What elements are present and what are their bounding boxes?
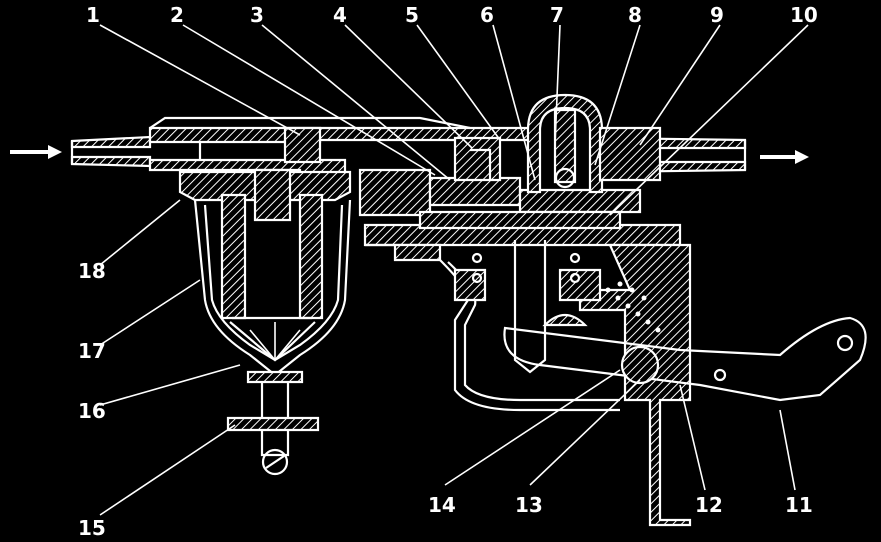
outlet-arrow-icon <box>760 150 809 164</box>
callout-14: 14 <box>428 493 456 517</box>
rocker-arm <box>503 313 867 402</box>
callout-6: 6 <box>480 3 494 27</box>
callout-9: 9 <box>710 3 724 27</box>
return-spring <box>605 281 661 333</box>
inlet-pipe <box>70 135 152 168</box>
callout-8: 8 <box>628 3 642 27</box>
callout-15: 15 <box>78 516 106 540</box>
outlet-pipe <box>598 126 747 182</box>
inlet-arrow-icon <box>10 145 62 159</box>
callout-16: 16 <box>78 399 106 423</box>
pull-rod <box>471 240 581 374</box>
lower-housing <box>365 243 692 527</box>
callout-18: 18 <box>78 259 106 283</box>
callout-12: 12 <box>695 493 723 517</box>
callout-1: 1 <box>86 3 100 27</box>
leader-lines <box>99 24 809 516</box>
callout-13: 13 <box>515 493 543 517</box>
callout-10: 10 <box>790 3 818 27</box>
valve-body <box>358 136 682 247</box>
filter-bowl <box>178 168 352 476</box>
callout-labels: 1 2 3 4 5 6 7 8 9 10 11 12 13 14 15 16 1… <box>78 3 818 540</box>
callout-17: 17 <box>78 339 106 363</box>
callout-7: 7 <box>550 3 564 27</box>
callout-11: 11 <box>785 493 813 517</box>
callout-5: 5 <box>405 3 419 27</box>
dome-valve <box>526 93 604 194</box>
pump-cover <box>148 116 532 180</box>
callout-2: 2 <box>170 3 184 27</box>
callout-3: 3 <box>250 3 264 27</box>
callout-4: 4 <box>333 3 347 27</box>
